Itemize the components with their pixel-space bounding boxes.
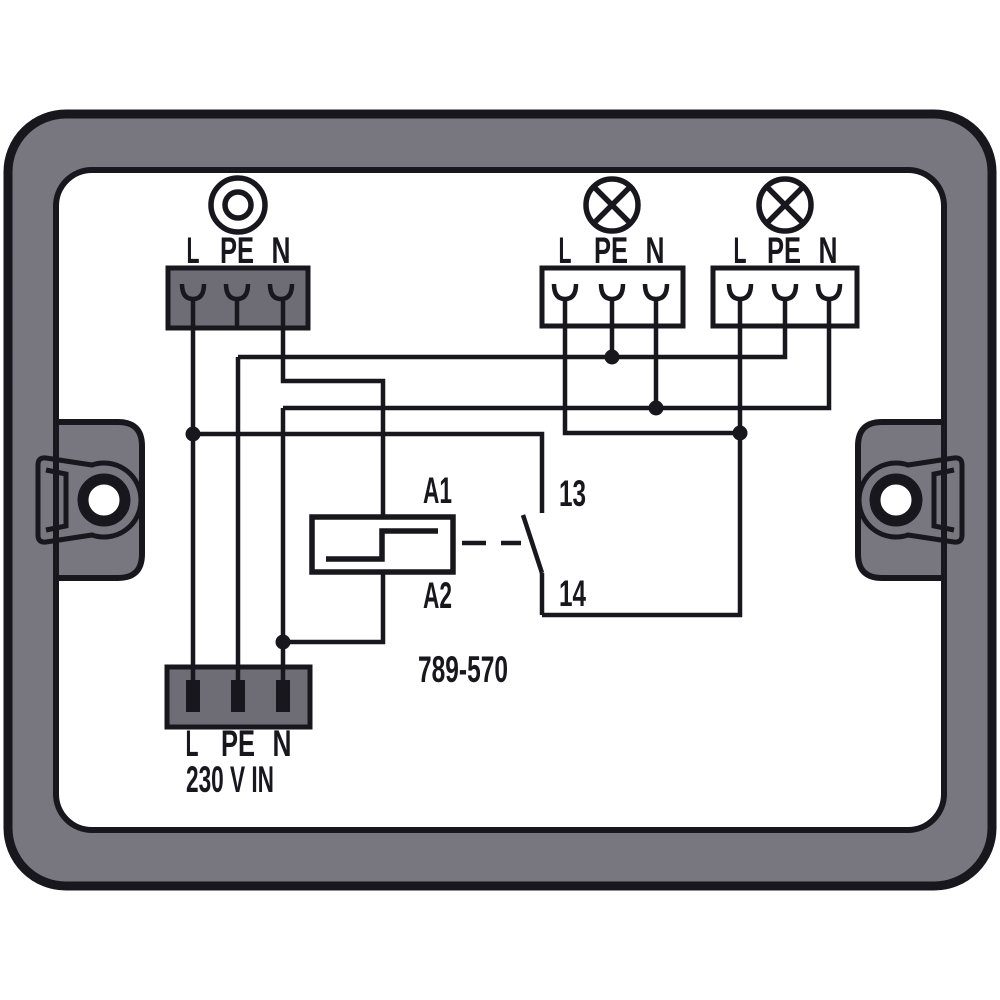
relay (309, 514, 545, 575)
terminal-label: PE (221, 723, 255, 764)
terminal-label: L (734, 230, 747, 271)
terminal-label: L (186, 723, 199, 764)
load-symbols (208, 175, 814, 235)
lamp-icon (756, 176, 814, 234)
terminal-label: PE (220, 230, 254, 271)
terminal-label: L (559, 230, 572, 271)
impulse-relay-icon (326, 528, 438, 562)
mounting-tab-right (855, 419, 965, 581)
terminal-label: N (273, 723, 292, 764)
relay-model-label: 789-570 (418, 649, 508, 690)
terminal-label: N (819, 230, 838, 271)
mains-input-caption: 230 V IN (186, 759, 274, 800)
wire-switch-return-to-a1 (280, 297, 386, 517)
circuit: L PE N L PE N L PE N A1 A2 13 14 789-570… (164, 175, 860, 800)
screw-eyelet-icon (35, 455, 144, 545)
wires (190, 297, 832, 682)
switch-icon (208, 175, 268, 235)
wire-l-to-contact13 (193, 431, 545, 513)
coil-terminal-label-a2: A2 (423, 575, 452, 616)
terminal-label: N (646, 230, 665, 271)
contact-terminal-label-13: 13 (559, 473, 586, 514)
wire-pe-interconnect (238, 297, 788, 360)
mounting-tab-left (35, 419, 145, 581)
wire-n-interconnect (283, 297, 832, 411)
mains-input-pins (186, 680, 290, 712)
eyelet-clip-icon (45, 467, 69, 533)
wire-lamp-left-l (562, 297, 740, 436)
terminal-label: PE (594, 230, 628, 271)
wire-lamp-right-l-and-14 (542, 297, 743, 618)
relay-coil-box (309, 514, 456, 575)
labels: L PE N L PE N L PE N A1 A2 13 14 789-570… (186, 230, 838, 800)
junction-dots (185, 349, 748, 650)
contact-terminal-label-14: 14 (559, 573, 586, 614)
terminal-label: PE (767, 230, 801, 271)
coil-terminal-label-a1: A1 (423, 470, 452, 511)
terminal-label: L (187, 230, 200, 271)
contact-blade (520, 514, 545, 574)
lamp-icon (583, 176, 641, 234)
screw-eyelet-icon (856, 455, 965, 545)
eyelet-clip-icon (931, 467, 955, 533)
screw-hole-icon (77, 473, 131, 527)
enclosure (3, 109, 997, 891)
terminal-label: N (272, 230, 291, 271)
screw-hole-icon (869, 473, 923, 527)
wire-a2-to-n (283, 572, 386, 645)
